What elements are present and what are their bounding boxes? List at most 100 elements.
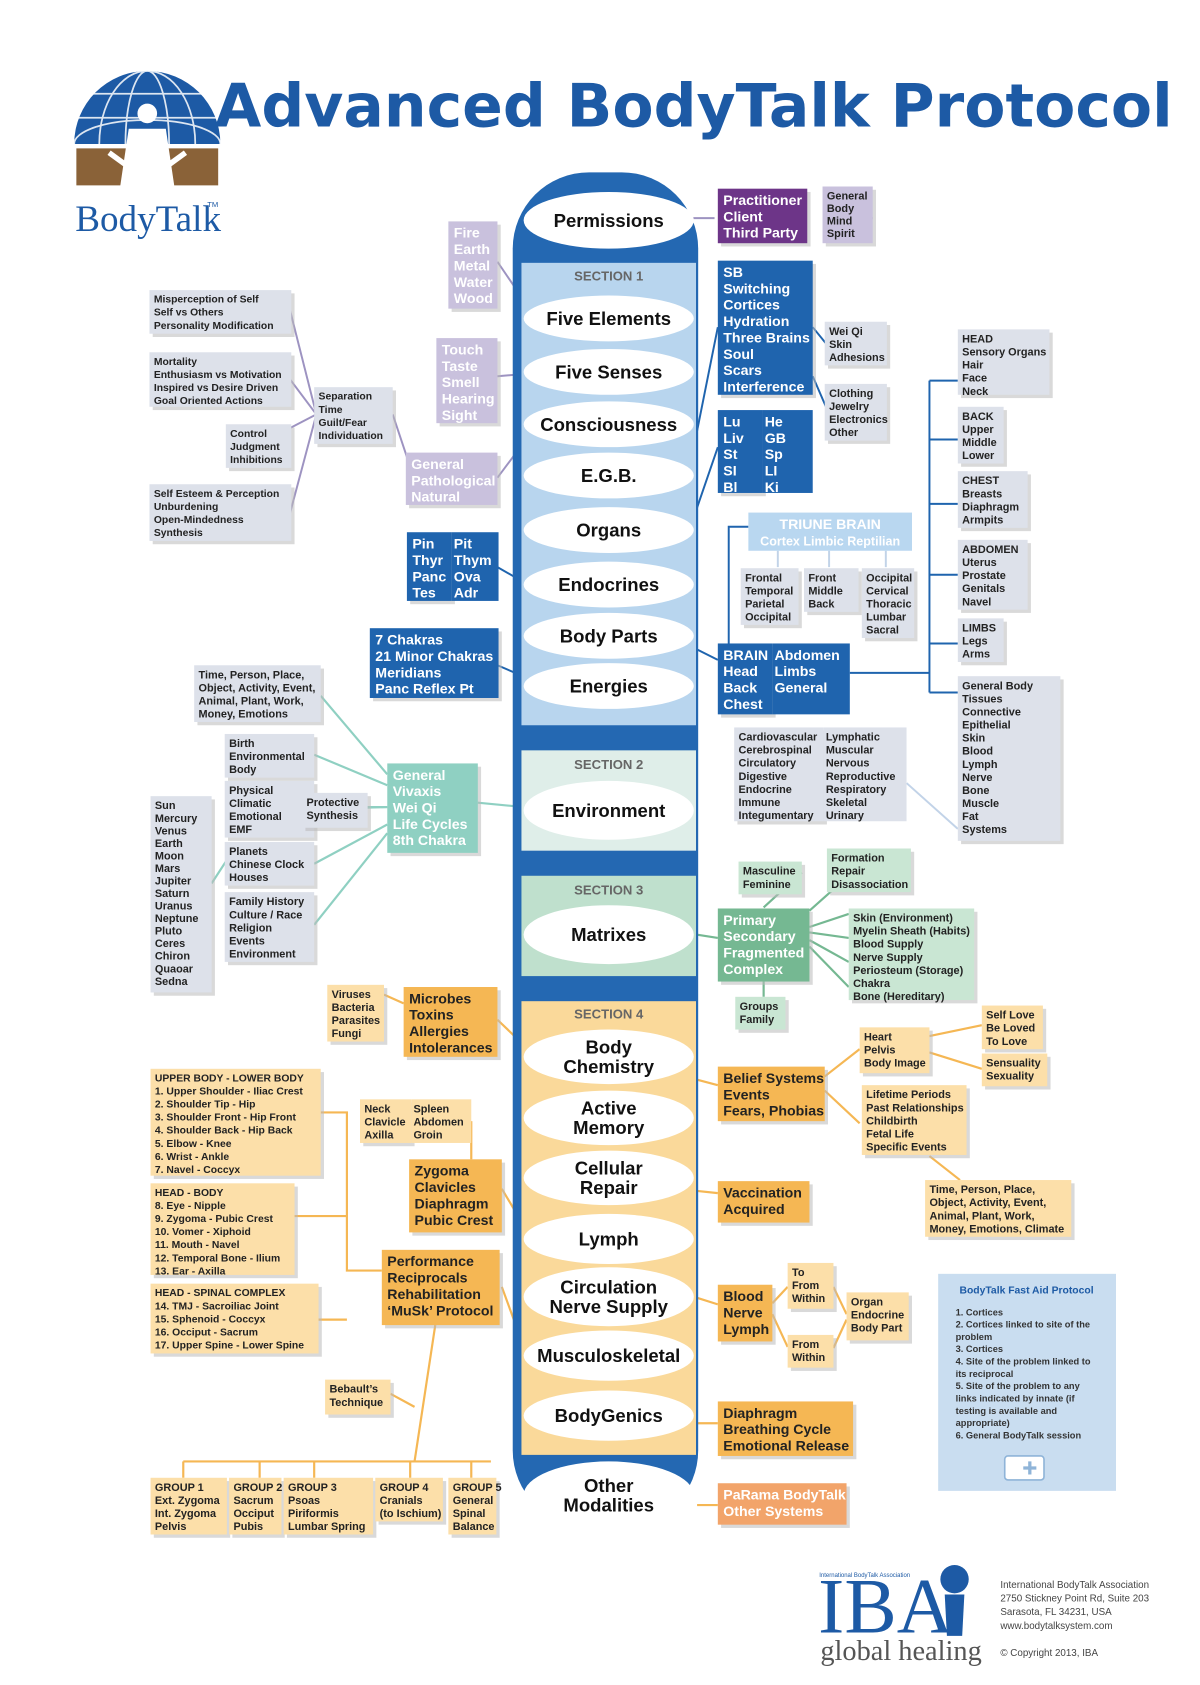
- box-bebault-bg: [325, 1379, 391, 1415]
- oval-bodygenics[interactable]: BodyGenics: [523, 1390, 694, 1441]
- fast-aid-step: 4. Site of the problem linked to: [956, 1357, 1091, 1367]
- oval-five-elements[interactable]: Five Elements: [523, 295, 694, 342]
- box-time-person-text: Time, Person, Place,Object, Activity, Ev…: [199, 669, 316, 720]
- oval-egb[interactable]: E.G.B.: [523, 452, 694, 499]
- box-planets-bg: [224, 841, 315, 886]
- oval-musculoskeletal[interactable]: Musculoskeletal: [523, 1330, 694, 1381]
- oval-organs[interactable]: Organs: [523, 507, 694, 553]
- box-time-person[interactable]: Time, Person, Place,Object, Activity, Ev…: [194, 665, 324, 726]
- oval-matrixes[interactable]: Matrixes: [523, 905, 694, 965]
- oval-consciousness[interactable]: Consciousness: [523, 401, 694, 448]
- oval-endocrines[interactable]: Endocrines: [523, 561, 694, 608]
- oval-body-parts[interactable]: Body Parts: [523, 612, 694, 659]
- central-column: SECTION 1 SECTION 2 SECTION 3 SECTION 4 …: [512, 172, 699, 1530]
- box-time-person-2[interactable]: Time, Person, Place,Object, Activity, Ev…: [925, 1180, 1075, 1241]
- oval-energies[interactable]: Energies: [523, 663, 694, 709]
- oval-permissions[interactable]: Permissions: [523, 191, 694, 249]
- oval-environment[interactable]: Environment: [523, 780, 694, 840]
- oval-lymph[interactable]: Lymph: [523, 1213, 694, 1265]
- oval-five-senses[interactable]: Five Senses: [523, 348, 694, 395]
- box-skin-env[interactable]: Skin (Environment)Myelin Sheath (Habits)…: [848, 908, 978, 1004]
